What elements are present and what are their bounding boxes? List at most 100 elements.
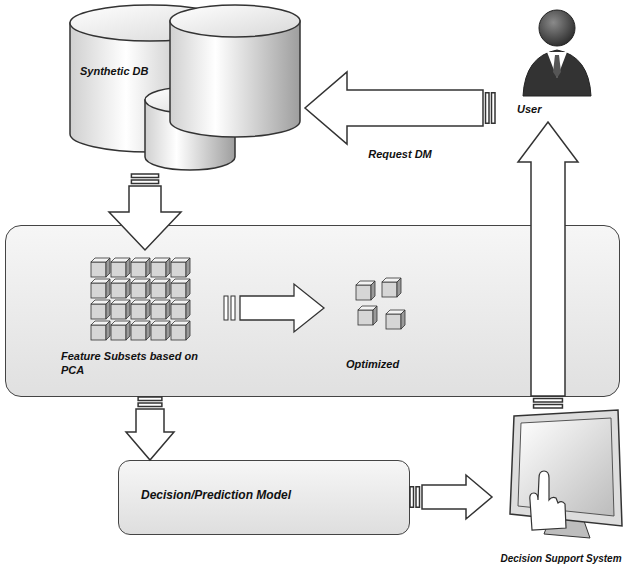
monitor-frame (510, 410, 622, 526)
cube-icon (151, 258, 170, 277)
cube-front (131, 325, 146, 340)
cube-icon (131, 321, 150, 340)
cube-icon (91, 321, 110, 340)
cube-front (356, 285, 371, 300)
cube-icon (151, 300, 170, 319)
cube-side (166, 258, 170, 277)
cube-side (186, 258, 190, 277)
cube-side (146, 258, 150, 277)
user-icon: User (495, 0, 615, 122)
optimized-cubes (356, 278, 405, 329)
model-label: Decision/Prediction Model (141, 488, 291, 503)
pointing-hand (530, 471, 566, 530)
feature-panel: Feature Subsets based on PCA Optimized (5, 225, 620, 397)
cube-front (131, 262, 146, 277)
cube-icon (131, 300, 150, 319)
cube-side (146, 279, 150, 298)
user-shirt (547, 52, 567, 78)
cube-front (131, 283, 146, 298)
cube-icon (91, 279, 110, 298)
cube-icon (91, 300, 110, 319)
node-art (55, 2, 305, 174)
cube-icon (91, 258, 110, 277)
cube-side (373, 306, 377, 325)
user-suit (523, 50, 591, 96)
cube-side (126, 279, 130, 298)
cube-side (166, 300, 170, 319)
cylinder-body (170, 21, 300, 137)
cube-front (91, 262, 106, 277)
block-arrow (305, 72, 495, 144)
cube-side (401, 310, 405, 329)
cube-front (131, 304, 146, 319)
optimized-label: Optimized (346, 358, 399, 372)
cube-icon (171, 258, 190, 277)
inner-arrow (224, 284, 324, 332)
cube-front (91, 283, 106, 298)
cube-side (397, 278, 401, 297)
model-box: Decision/Prediction Model (118, 460, 410, 535)
cube-icon (131, 258, 150, 277)
cube-front (111, 325, 126, 340)
database-cylinders: Synthetic DB (55, 2, 305, 174)
cube-front (171, 304, 186, 319)
panel-heading: Feature Subsets based on PCA (61, 350, 221, 378)
cube-front (171, 262, 186, 277)
cube-front (91, 325, 106, 340)
cube-side (126, 321, 130, 340)
user-tie (553, 55, 561, 78)
arrow-tail-bar (224, 296, 228, 320)
db-label: Synthetic DB (80, 65, 148, 79)
cube-front (171, 283, 186, 298)
cube-front (151, 262, 166, 277)
cube-front (91, 304, 106, 319)
cube-icon (111, 258, 130, 277)
cube-icon (356, 281, 375, 300)
cube-icon (111, 300, 130, 319)
block-arrow (518, 122, 578, 408)
cube-front (151, 304, 166, 319)
cube-front (111, 262, 126, 277)
node-art (495, 0, 615, 122)
cube-icon (386, 310, 405, 329)
cube-front (111, 304, 126, 319)
cube-side (106, 279, 110, 298)
cube-icon (151, 321, 170, 340)
cube-side (126, 300, 130, 319)
block-arrow (109, 174, 181, 250)
feature-grid (91, 258, 190, 340)
cube-front (111, 283, 126, 298)
arrow-tail-bar (231, 296, 235, 320)
node-art (492, 408, 630, 570)
cube-icon (171, 300, 190, 319)
node-art (6, 226, 619, 396)
cube-front (151, 283, 166, 298)
cube-side (186, 279, 190, 298)
cube-front (386, 314, 401, 329)
cube-side (106, 321, 110, 340)
cube-icon (382, 278, 401, 297)
inner-arrow-body (240, 284, 324, 332)
cube-icon (151, 279, 170, 298)
user-label: User (517, 103, 541, 117)
cube-icon (358, 306, 377, 325)
user-head (539, 10, 575, 46)
cube-side (371, 281, 375, 300)
cube-icon (131, 279, 150, 298)
cube-icon (171, 279, 190, 298)
cube-side (146, 300, 150, 319)
cube-front (382, 282, 397, 297)
cube-side (186, 300, 190, 319)
cube-icon (111, 321, 130, 340)
cylinder-top (170, 5, 300, 37)
cube-side (106, 258, 110, 277)
dss-label: Decision Support System (500, 553, 621, 566)
cube-side (166, 321, 170, 340)
block-arrow (126, 397, 174, 460)
cube-front (171, 325, 186, 340)
cube-side (126, 258, 130, 277)
monitor-icon: Decision Support System (492, 408, 630, 570)
cube-front (151, 325, 166, 340)
cube-front (358, 310, 373, 325)
